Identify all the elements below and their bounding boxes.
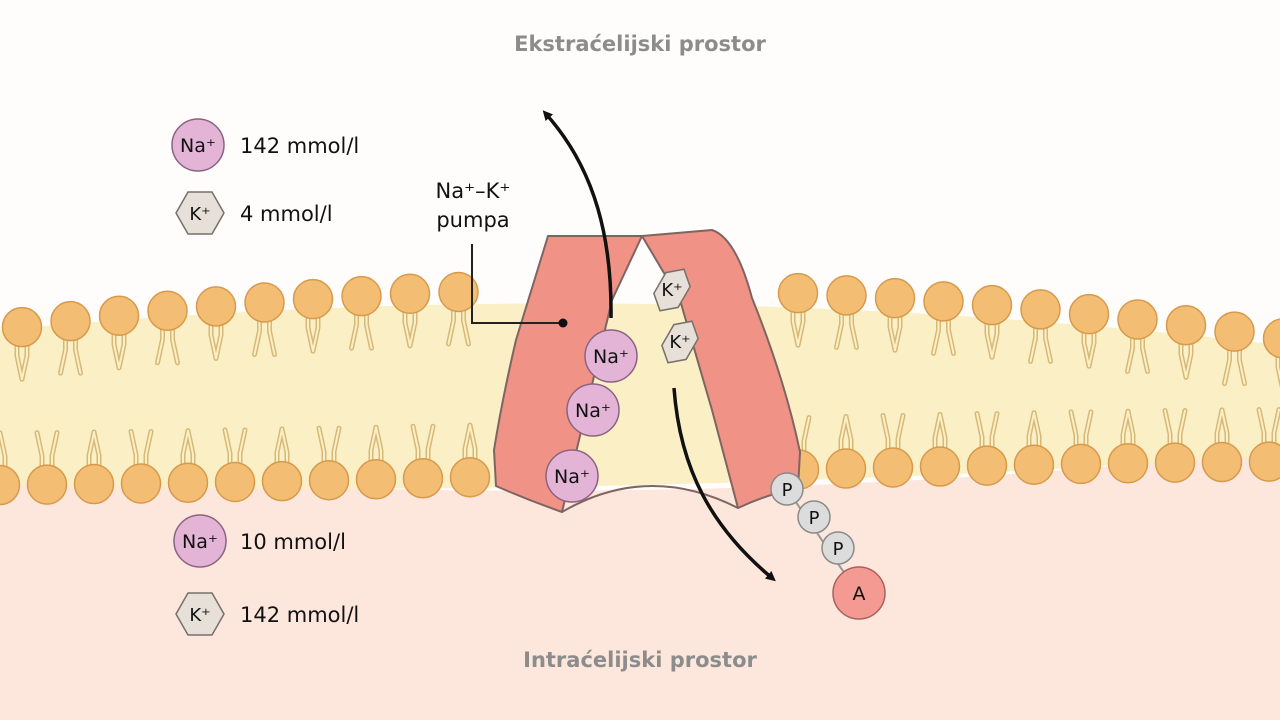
legend-inside-na: Na⁺ 10 mmol/l <box>173 514 346 568</box>
pump-label-leader-dot <box>558 318 568 328</box>
phospholipid <box>98 295 140 371</box>
legend-outside-na: Na⁺ 142 mmol/l <box>171 118 359 172</box>
phospholipid <box>1262 318 1280 389</box>
phospholipid <box>966 411 1008 486</box>
phospholipid <box>1201 407 1243 483</box>
phospholipid <box>1 306 43 382</box>
phospholipid <box>1117 299 1158 374</box>
lipid-layer-outer <box>1 271 1280 389</box>
svg-text:P: P <box>833 539 844 560</box>
phosphate-group: P <box>770 472 804 506</box>
phospholipid <box>167 428 209 503</box>
phospholipid <box>919 412 961 487</box>
phospholipid <box>971 284 1013 360</box>
legend-ion-label: Na⁺ <box>182 531 218 553</box>
svg-text:Na⁺: Na⁺ <box>575 400 611 422</box>
svg-text:P: P <box>782 480 793 501</box>
intracellular-title: Intraćelijski prostor <box>523 648 757 672</box>
phosphate-group: P <box>797 500 831 534</box>
phospholipid <box>355 424 397 500</box>
svg-text:Na⁺: Na⁺ <box>593 346 629 368</box>
na-efflux-arrow <box>542 110 613 319</box>
svg-text:A: A <box>853 583 866 605</box>
pump-left-subunit <box>493 235 643 513</box>
phospholipid <box>1165 305 1207 380</box>
phospholipid <box>1068 293 1110 369</box>
svg-text:P: P <box>809 508 820 529</box>
legend-concentration: 10 mmol/l <box>240 530 346 554</box>
phospholipid <box>438 271 479 347</box>
pump-bottom-gap <box>561 485 739 513</box>
phospholipid <box>874 277 916 353</box>
phospholipid <box>826 275 867 350</box>
phospholipid <box>214 427 256 503</box>
phospholipid <box>308 425 350 501</box>
phosphate-group: P <box>821 531 855 565</box>
phospholipid <box>872 412 914 488</box>
extracellular-title: Ekstraćelijski prostor <box>514 32 766 56</box>
phospholipid <box>292 278 334 354</box>
legend-ion-label: Na⁺ <box>180 135 216 157</box>
pump-label-leader-line <box>471 244 562 324</box>
legend-inside-k: K⁺ 142 mmol/l <box>175 592 359 636</box>
channel-k-ion: K⁺ <box>653 268 691 312</box>
phospholipid <box>402 423 444 499</box>
channel-na-ion: Na⁺ <box>566 383 620 437</box>
phospholipid <box>244 282 285 357</box>
phospholipid <box>26 430 68 505</box>
svg-text:K⁺: K⁺ <box>669 332 690 353</box>
legend-outside-k: K⁺ 4 mmol/l <box>175 191 333 235</box>
svg-text:K⁺: K⁺ <box>661 280 682 301</box>
phospholipid <box>1154 408 1196 483</box>
atp-molecule: P P P A <box>770 472 886 620</box>
adenosine-group: A <box>832 566 886 620</box>
phospholipid <box>825 414 867 489</box>
legend-ion-label: K⁺ <box>189 605 210 626</box>
channel-na-ion: Na⁺ <box>584 329 638 383</box>
phospholipid <box>261 426 303 502</box>
phospholipid <box>147 290 188 366</box>
phospholipid <box>0 430 21 506</box>
channel-k-ion: K⁺ <box>661 320 699 364</box>
phospholipid <box>449 422 491 498</box>
svg-text:Na⁺: Na⁺ <box>554 466 590 488</box>
phospholipid <box>50 300 91 376</box>
phospholipid <box>341 275 382 351</box>
phospholipid <box>777 272 819 348</box>
phospholipid <box>1248 407 1280 482</box>
phospholipid <box>389 273 431 349</box>
pump-label-line2: pumpa <box>436 208 509 232</box>
phospholipid <box>1013 410 1055 485</box>
phospholipid <box>1107 408 1149 484</box>
phospholipid <box>923 281 964 356</box>
phospholipid <box>73 429 115 505</box>
phospholipid <box>1060 409 1102 485</box>
legend-concentration: 142 mmol/l <box>240 134 359 158</box>
k-influx-arrow <box>672 387 776 582</box>
legend-ion-label: K⁺ <box>189 204 210 225</box>
phospholipid <box>1214 311 1255 387</box>
channel-na-ion: Na⁺ <box>545 449 599 503</box>
phospholipid <box>120 428 162 504</box>
legend-concentration: 142 mmol/l <box>240 603 359 627</box>
phospholipid <box>1020 289 1061 364</box>
legend-concentration: 4 mmol/l <box>240 202 333 226</box>
phospholipid <box>195 286 237 361</box>
intracellular-space <box>0 450 1280 720</box>
pump-label-line1: Na⁺–K⁺ <box>435 179 510 203</box>
